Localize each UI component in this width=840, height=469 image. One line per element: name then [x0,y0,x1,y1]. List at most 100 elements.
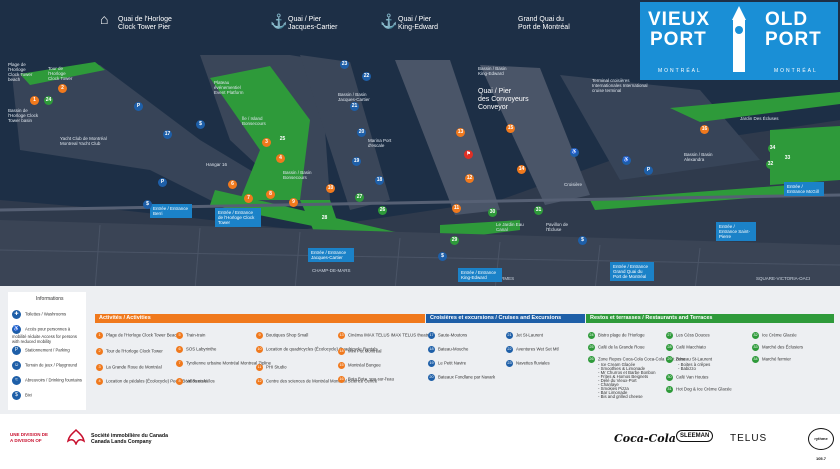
marker-bixi[interactable]: $ [438,252,447,261]
marker-parking[interactable]: P [158,178,167,187]
marker-30[interactable]: 30 [488,208,497,217]
marker-25[interactable]: 25 [278,135,287,144]
parking-icon: P [12,346,21,355]
marker-28[interactable]: 28 [320,214,329,223]
marker-atm[interactable]: ⚑ [464,150,473,159]
entrance-mcgill[interactable]: Entrée / Entrance McGill [784,182,824,196]
marker-13[interactable]: 13 [456,128,465,137]
marker-19[interactable]: 19 [352,157,361,166]
marker-6[interactable]: 6 [228,180,237,189]
marker-8[interactable]: 8 [266,190,275,199]
sponsor-rythme[interactable]: rythme 105.7 [808,428,834,461]
label-tour: Tour de l'Horloge Clock Tower [48,66,73,81]
entrance-grand-quai[interactable]: Entrée / Entrance Grand Quai du Port de … [610,262,654,281]
marker-22[interactable]: 22 [362,72,371,81]
marker-23[interactable]: 23 [340,60,349,69]
marker-24[interactable]: 24 [44,96,53,105]
marker-bixi[interactable]: $ [578,236,587,245]
marker-4[interactable]: 4 [276,154,285,163]
label-pavillon: Pavillon de l'Écluse [546,222,569,232]
marker-29[interactable]: 29 [450,236,459,245]
entrance-clock-tower[interactable]: Entrée / Entrance de l'Horloge Clock Tow… [215,208,261,227]
marker-10[interactable]: 10 [326,184,335,193]
sponsor-telus[interactable]: TELUS [730,433,768,444]
marker-parking[interactable]: P [134,102,143,111]
marker-17[interactable]: 17 [163,130,172,139]
marker-1[interactable]: 1 [30,96,39,105]
landmark-en: Conveyor [478,104,508,111]
marker-2[interactable]: 2 [58,84,67,93]
marker-34[interactable]: 34 [768,144,777,153]
marker-bixi[interactable]: $ [196,120,205,129]
entrance-berri[interactable]: Entrée / Entrance Berri [150,204,192,218]
label-bassin-alexandra: Bassin / Basin Alexandra [684,152,713,162]
sponsor-coca-cola[interactable]: Coca-Cola [614,432,676,445]
marker-parking[interactable]: P [644,166,653,175]
entrance-saint-pierre[interactable]: Entrée / Entrance Saint-Pierre [716,222,756,241]
activity-label: Vélos en Vélos [186,378,215,384]
activity-label: Centre des sciences de Montréal Montréal… [266,378,378,384]
marker-12[interactable]: 12 [465,174,474,183]
marker-14[interactable]: 14 [517,165,526,174]
marker-18[interactable]: 18 [375,176,384,185]
marker-7[interactable]: 7 [244,194,253,203]
marker-27[interactable]: 27 [355,193,364,202]
marker-20[interactable]: 20 [357,128,366,137]
resto-sub: - Smoothies & Limonade [598,366,646,371]
marker-32[interactable]: 32 [766,160,775,169]
marker-9[interactable]: 9 [289,198,298,207]
marker-21[interactable]: 21 [350,102,359,111]
marker-bixi[interactable]: $ [143,200,152,209]
marker-33[interactable]: 33 [783,154,792,163]
sponsor-sleeman[interactable]: SLEEMAN [676,430,714,442]
marker-15[interactable]: 15 [506,124,515,133]
resto-sub: - Frites & Homos Beignets [598,374,649,379]
entrance-king-edward[interactable]: Entrée / Entrance King-Edward [458,268,502,282]
entrance-jacques-cartier[interactable]: Entrée / Entrance Jacques-Cartier [308,248,354,262]
marker-31[interactable]: 31 [534,206,543,215]
landmark-en: Port de Montréal [518,24,570,31]
marker-washroom[interactable]: ♿ [622,156,631,165]
resto-label: Marché des Éclusiers [762,344,804,350]
marker-16[interactable]: 16 [700,125,709,134]
marker-3[interactable]: 3 [262,138,271,147]
marker-26[interactable]: 26 [378,206,387,215]
marker-washroom[interactable]: ♿ [570,148,579,157]
resto-sub: - Bis and grilled cheese [598,394,643,399]
marker-11[interactable]: 11 [452,204,461,213]
